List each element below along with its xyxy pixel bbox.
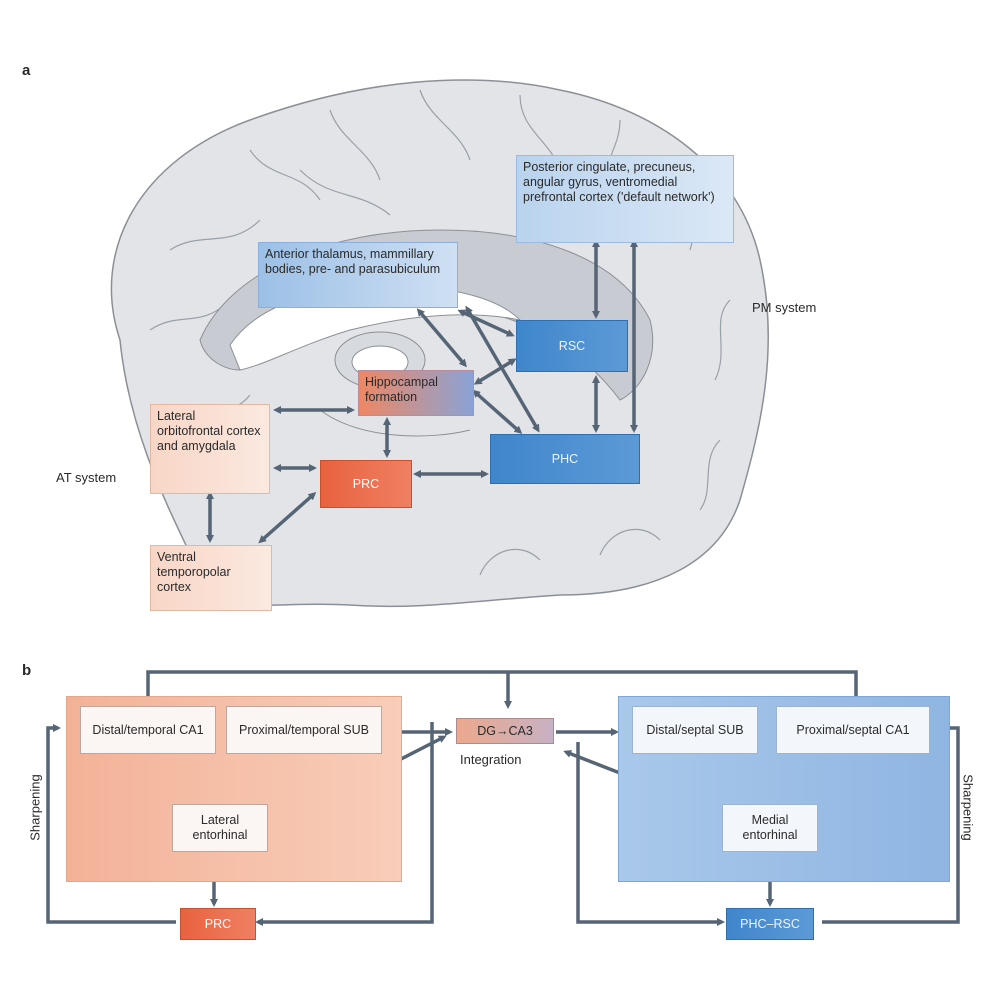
rsc-box: RSC bbox=[516, 320, 628, 372]
lateral-entorhinal-box: Lateral entorhinal bbox=[172, 804, 268, 852]
dg-ca3-box: DG→CA3 bbox=[456, 718, 554, 744]
phc-rsc-box: PHC–RSC bbox=[726, 908, 814, 940]
panel-b-label: b bbox=[22, 662, 32, 679]
sharpening-right-label: Sharpening bbox=[960, 774, 976, 841]
sharpening-left-label: Sharpening bbox=[27, 774, 43, 841]
anterior-thalamus-box: Anterior thalamus, mammillary bodies, pr… bbox=[258, 242, 458, 308]
proximal-temporal-sub-box: Proximal/temporal SUB bbox=[226, 706, 382, 754]
pm-system-label: PM system bbox=[752, 300, 817, 315]
at-system-label: AT system bbox=[56, 470, 117, 485]
distal-temporal-ca1-box: Distal/temporal CA1 bbox=[80, 706, 216, 754]
hippocampal-formation-box: Hippocampal formation bbox=[358, 370, 474, 416]
distal-septal-sub-box: Distal/septal SUB bbox=[632, 706, 758, 754]
default-network-box: Posterior cingulate, precuneus, angular … bbox=[516, 155, 734, 243]
integration-label: Integration bbox=[460, 752, 522, 767]
panel-a-label: a bbox=[22, 62, 31, 79]
ventral-temporopolar-box: Ventral temporopolar cortex bbox=[150, 545, 272, 611]
medial-entorhinal-box: Medial entorhinal bbox=[722, 804, 818, 852]
proximal-septal-ca1-box: Proximal/septal CA1 bbox=[776, 706, 930, 754]
phc-box: PHC bbox=[490, 434, 640, 484]
prc-b-box: PRC bbox=[180, 908, 256, 940]
prc-box: PRC bbox=[320, 460, 412, 508]
lateral-ofc-box: Lateral orbitofrontal cortex and amygdal… bbox=[150, 404, 270, 494]
